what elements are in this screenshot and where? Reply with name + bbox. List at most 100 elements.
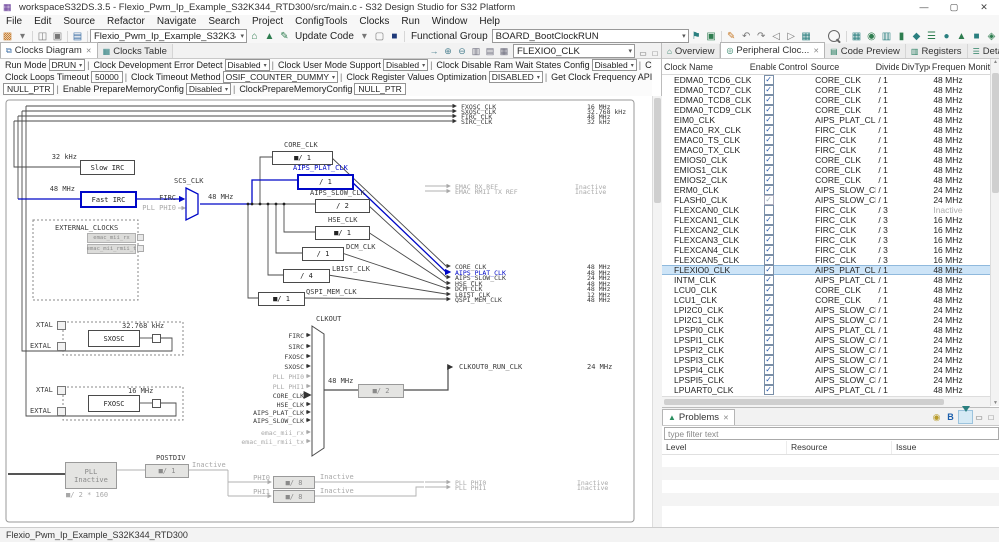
enable-checkbox[interactable]: ✓ [763,385,774,395]
console-icon[interactable]: ▣ [706,30,716,42]
filter-funnel-icon[interactable] [958,406,973,424]
sxosc-out-node[interactable] [152,334,161,343]
minimize-icon[interactable]: — [919,2,929,12]
menu-navigate[interactable]: Navigate [156,16,197,27]
column-monitor[interactable]: Monitor [968,61,990,72]
table-vertical-scrollbar[interactable]: ▲ ▼ [990,59,999,406]
setting-input[interactable]: NULL_PTR [3,83,55,95]
divider-box[interactable]: / 1 [302,247,344,261]
perspective-pins-icon[interactable]: ▦ [851,30,862,42]
new-dropdown-icon[interactable]: ▾ [19,30,26,42]
enable-checkbox[interactable]: ✓ [763,125,774,135]
fxosc-extal-checkbox[interactable] [57,407,66,416]
component-combo[interactable]: FLEXIO0_CLK▾ [513,44,635,58]
menu-search[interactable]: Search [208,16,240,27]
enable-checkbox[interactable]: ✓ [763,185,774,195]
save-icon[interactable]: ◫ [37,30,48,42]
divider-box[interactable]: ■/ 1 [315,226,370,240]
tab-clocks-table[interactable]: ▦ Clocks Table [97,44,173,58]
table-row[interactable]: LPSPI1_CLK✓AIPS_SLOW_CLK/ 124 MHz [662,335,990,345]
home-icon[interactable]: ⌂ [251,30,258,42]
menu-file[interactable]: File [6,16,23,27]
clocks-diagram-canvas[interactable]: 32 kHz Slow IRC 48 MHz Fast IRC SCS_CLK … [0,96,652,527]
pins-tool-icon[interactable]: ■ [391,30,398,42]
close-tab-icon[interactable]: ✕ [813,47,820,55]
back-icon[interactable]: ◁ [772,30,780,42]
zoom-out-icon[interactable]: ⊖ [458,46,466,56]
enable-checkbox[interactable]: ✓ [763,325,774,335]
fit-view-icon[interactable]: ▦ [499,46,509,56]
table-row[interactable]: LPI2C0_CLK✓AIPS_SLOW_CLK/ 124 MHz [662,305,990,315]
enable-checkbox[interactable]: ✓ [763,135,774,145]
mark-occurrences-icon[interactable]: ✎ [726,30,736,42]
tab-registers[interactable]: ▥Registers [905,44,968,58]
diagram-options-icon[interactable]: ▤ [485,46,495,56]
minimize-view-icon[interactable]: ▭ [639,49,647,58]
pll-box[interactable]: PLL Inactive [65,462,117,489]
enable-checkbox[interactable]: ✓ [763,75,774,85]
export-image-icon[interactable]: ▥ [471,46,481,56]
route-arrow-icon[interactable]: → [429,46,439,56]
table-row[interactable]: LPSPI5_CLK✓AIPS_SLOW_CLK/ 124 MHz [662,375,990,385]
setting-select[interactable]: Disabled▾ [591,59,637,71]
enable-checkbox[interactable]: ✓ [763,315,774,325]
menu-run[interactable]: Run [401,16,420,27]
tab-peripheral-clocks[interactable]: ◎Peripheral Cloc...✕ [720,42,826,58]
new-view-icon[interactable]: ▦ [801,30,811,42]
enable-checkbox[interactable]: ✓ [763,355,774,365]
print-icon[interactable]: ▤ [72,30,83,42]
menu-edit[interactable]: Edit [34,16,52,27]
diagram-vertical-scrollbar[interactable] [652,96,662,527]
update-code-icon[interactable]: ✎ [280,30,289,42]
emac-mii-rx-field[interactable]: emac_mii_rx [87,233,136,243]
maximize-view-icon[interactable]: □ [988,412,994,422]
minimize-view-icon[interactable]: ▭ [975,412,983,422]
functional-group-combo[interactable]: BOARD_BootClockRUN▾ [491,29,689,43]
close-tab-icon[interactable]: ✕ [723,414,729,422]
clkout-divider-box[interactable]: ■/ 2 [358,384,404,398]
enable-checkbox[interactable]: ✓ [763,165,774,175]
column-control[interactable]: Control [778,61,808,72]
menu-configtools[interactable]: ConfigTools [295,16,348,27]
analysis-icon[interactable]: ▲ [264,30,275,42]
quickfix-lightbulb-icon[interactable]: ◉ [932,412,941,422]
column-divider[interactable]: Divider [875,61,900,72]
zoom-in-icon[interactable]: ⊕ [444,46,452,56]
fxosc-box[interactable]: FXOSC [88,395,140,412]
divider-box[interactable]: / 4 [283,269,330,283]
table-row[interactable]: LPI2C1_CLK✓AIPS_SLOW_CLK/ 124 MHz [662,315,990,325]
enable-checkbox[interactable]: ✓ [763,95,774,105]
sxosc-xtal-checkbox[interactable] [57,321,66,330]
enable-checkbox[interactable]: ✓ [763,155,774,165]
setting-select[interactable]: DRUN▾ [48,59,86,71]
problems-filter-input[interactable]: type filter text [664,427,999,440]
postdiv-box[interactable]: ■/ 1 [145,464,189,478]
undo-icon[interactable]: ↶ [741,30,751,42]
table-row[interactable]: LPSPI3_CLK✓AIPS_SLOW_CLK/ 124 MHz [662,355,990,365]
enable-checkbox[interactable]: ✓ [763,225,774,235]
perspective-devtools-icon[interactable]: ▲ [956,30,967,42]
divider-box[interactable]: / 2 [315,199,370,213]
menu-project[interactable]: Project [252,16,284,27]
enable-checkbox[interactable]: ✓ [763,195,774,205]
column-enable[interactable]: Enable [749,61,777,72]
perspective-ivt-icon[interactable]: ◆ [912,30,921,42]
perspective-gui-icon[interactable]: ● [943,30,950,42]
fast-irc-box[interactable]: Fast IRC [80,191,137,208]
enable-checkbox[interactable]: ✓ [763,145,774,155]
setting-select[interactable]: Disabled▾ [224,59,270,71]
table-row[interactable]: LPSPI4_CLK✓AIPS_SLOW_CLK/ 124 MHz [662,365,990,375]
document-icon[interactable]: ▢ [374,30,385,42]
column-frequency[interactable]: Frequency [931,61,966,72]
